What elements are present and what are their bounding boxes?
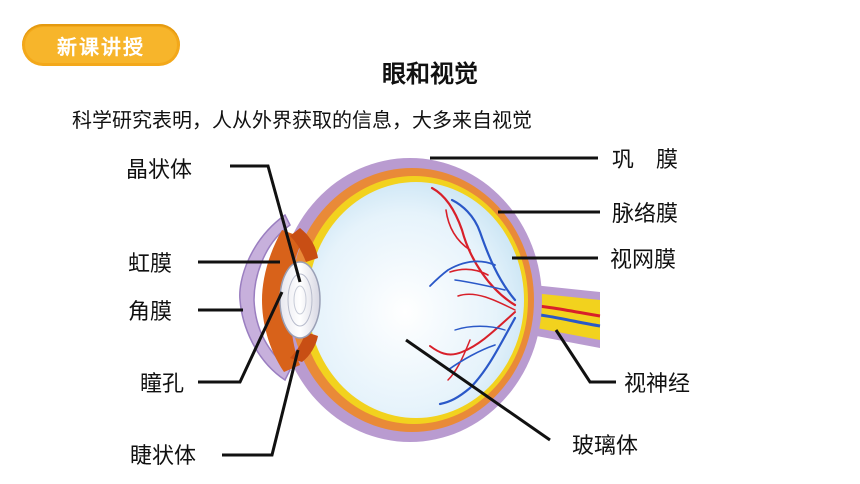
- lens-shape: [279, 261, 321, 339]
- label-pupil: 瞳孔: [140, 372, 185, 397]
- ciliary-body-shape: [290, 228, 318, 362]
- label-iris: 虹膜: [128, 252, 173, 277]
- section-badge: 新课讲授: [22, 24, 180, 66]
- badge-label: 新课讲授: [25, 27, 177, 63]
- leader-lines: [198, 156, 616, 457]
- leader-pupil: [198, 291, 284, 384]
- leader-vitreous: [405, 338, 551, 442]
- label-sclera: 巩 膜: [612, 148, 679, 173]
- label-cornea: 角膜: [128, 300, 173, 325]
- blood-vessels: [429, 186, 517, 406]
- leader-optic-nerve: [554, 329, 616, 384]
- leader-lens: [230, 164, 302, 283]
- label-lens: 晶状体: [126, 158, 193, 183]
- label-optic-nerve: 视神经: [624, 372, 691, 397]
- page-subtitle: 科学研究表明，人从外界获取的信息，大多来自视觉: [72, 108, 532, 132]
- label-retina: 视网膜: [610, 248, 677, 273]
- cornea-shape: [239, 213, 291, 382]
- leader-ciliary: [222, 349, 300, 457]
- label-choroid: 脉络膜: [612, 202, 679, 227]
- page-title: 眼和视觉: [382, 60, 478, 88]
- vitreous-shape: [308, 182, 524, 418]
- label-ciliary: 睫状体: [130, 444, 197, 469]
- label-vitreous: 玻璃体: [572, 434, 639, 459]
